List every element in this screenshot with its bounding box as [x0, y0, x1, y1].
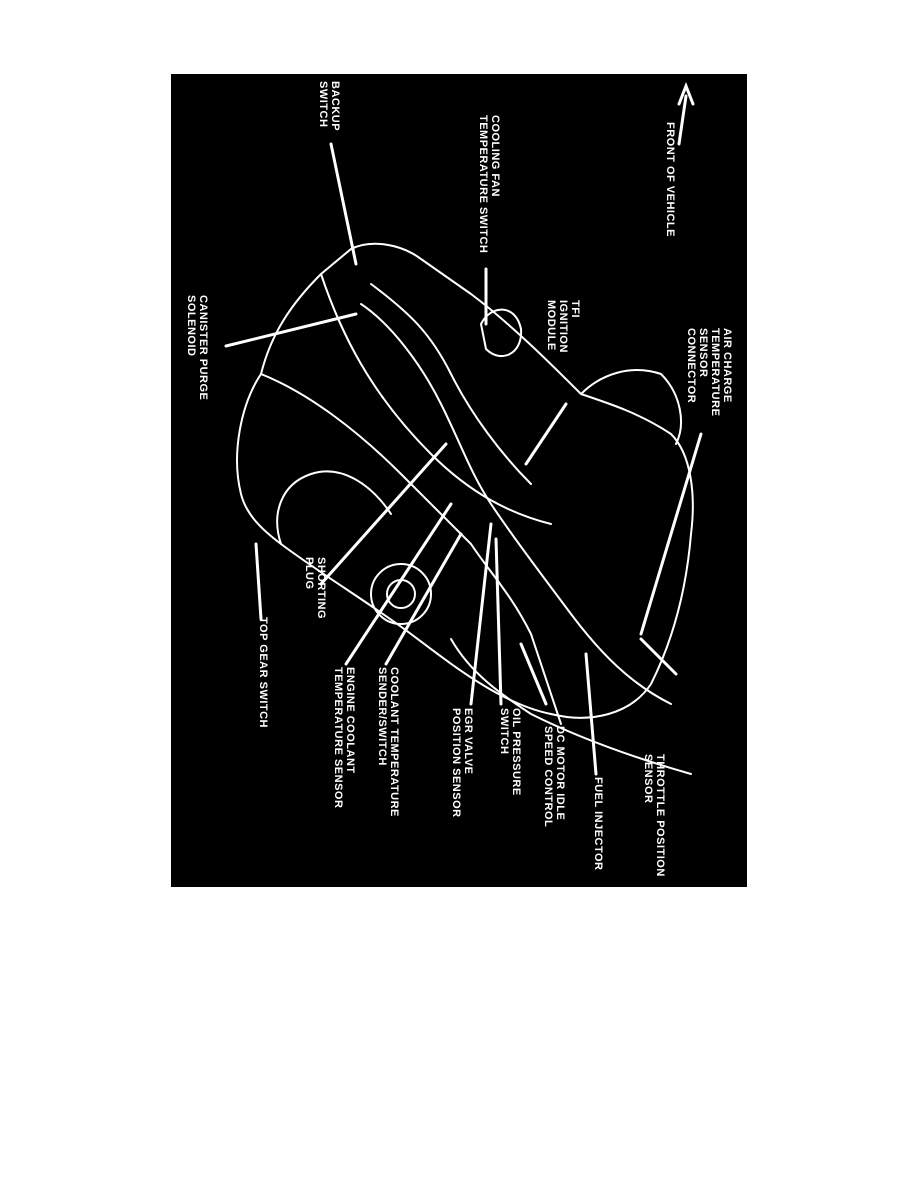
arrowhead-front	[677, 81, 695, 106]
label-top-gear-switch: TOP GEAR SWITCH	[257, 617, 269, 728]
arrow-shorting	[319, 442, 448, 586]
arrow-coolant-sender	[384, 532, 463, 666]
arrow-top-gear	[254, 542, 263, 621]
engine-illustration	[224, 81, 703, 776]
arrow-oil	[494, 537, 503, 706]
label-engine-coolant: ENGINE COOLANT TEMPERATURE SENSOR	[332, 667, 356, 809]
wiring-harness-2	[370, 283, 532, 485]
label-canister-purge: CANISTER PURGE SOLENOID	[185, 295, 209, 401]
engine-block-outline	[236, 242, 694, 719]
pulley-inner	[386, 579, 416, 609]
distributor	[480, 308, 523, 358]
label-throttle-position: THROTTLE POSITION SENSOR	[642, 754, 666, 877]
label-dc-motor: DC MOTOR IDLE SPEED CONTROL	[542, 726, 566, 828]
wiring-harness	[360, 303, 672, 705]
pulley	[370, 563, 432, 625]
label-cooling-fan-switch: COOLING FAN TEMPERATURE SWITCH	[477, 115, 501, 254]
intake-runner	[320, 273, 552, 525]
label-air-charge: AIR CHARGE TEMPERATURE SENSOR CONNECTOR	[685, 328, 733, 417]
label-coolant-temp-sender: COOLANT TEMPERATURE SENDER/SWITCH	[376, 667, 400, 817]
label-backup-switch: BACKUP SWITCH	[317, 81, 341, 132]
harness-loop	[470, 543, 562, 725]
arrow-dc-motor	[519, 642, 548, 706]
arrow-throttle	[639, 637, 678, 676]
throttle-body	[580, 369, 682, 445]
arrow-fuel	[584, 652, 598, 776]
label-oil-pressure: OIL PRESSURE SWITCH	[498, 708, 522, 796]
hose	[276, 470, 392, 545]
label-fuel-injector: FUEL INJECTOR	[592, 777, 604, 871]
label-shorting-plug: SHORTING PLUG	[303, 557, 327, 620]
arrow-egr	[469, 522, 493, 706]
arrow-canister	[224, 312, 358, 348]
arrow-tfi	[524, 402, 568, 466]
label-egr-valve: EGR VALVE POSITION SENSOR	[450, 708, 474, 818]
engine-diagram: FRONT OF VEHICLE BACKUP SWITCH COOLING F…	[171, 74, 747, 887]
arrow-air-charge	[639, 432, 703, 636]
label-front-of-vehicle: FRONT OF VEHICLE	[664, 122, 676, 237]
arrow-backup	[329, 142, 358, 266]
arrow-front-of-vehicle	[677, 94, 688, 146]
arrow-engine-coolant	[344, 502, 453, 666]
label-tfi-module: TFI IGNITION MODULE	[545, 300, 581, 353]
valve-cover	[260, 373, 472, 545]
